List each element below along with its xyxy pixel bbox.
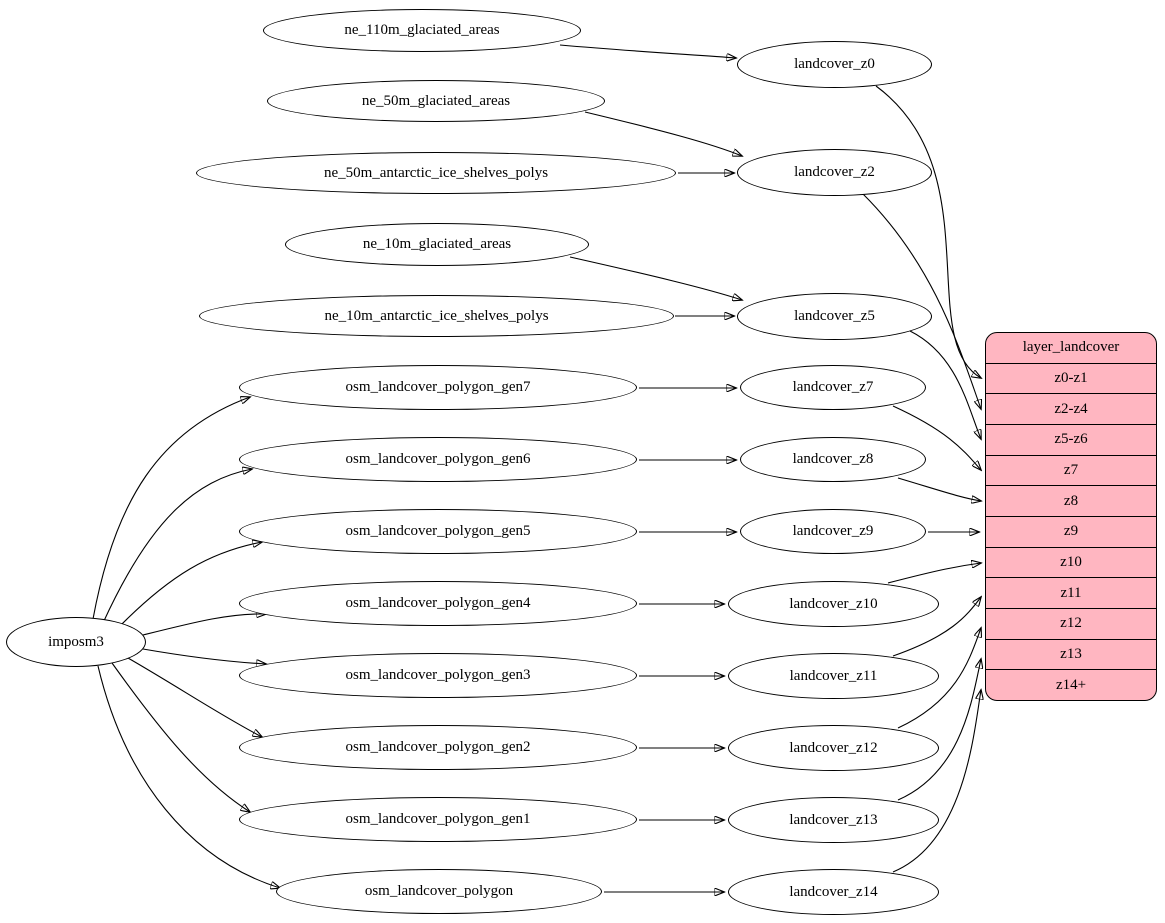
edge-imposm3-gen6 xyxy=(102,469,252,624)
edge-z0-row-z0-z1 xyxy=(875,85,981,378)
table-row-z0-z1: z0-z1 xyxy=(986,362,1156,394)
node-osm-landcover-polygon-gen2: osm_landcover_polygon_gen2 xyxy=(239,725,637,770)
node-landcover-z9: landcover_z9 xyxy=(740,509,926,554)
table-title: layer_landcover xyxy=(1022,339,1120,356)
table-row-z14plus: z14+ xyxy=(986,669,1156,700)
edge-z10-row-z10 xyxy=(887,563,981,584)
edge-imposm3-gen4 xyxy=(142,614,266,636)
node-landcover-z12: landcover_z12 xyxy=(728,725,939,771)
edge-z7-row-z7 xyxy=(892,405,981,470)
table-row-z10: z10 xyxy=(986,546,1156,578)
node-ne-50m-glaciated-areas: ne_50m_glaciated_areas xyxy=(267,80,605,122)
table-row-z11: z11 xyxy=(986,577,1156,608)
node-ne-10m-glaciated-areas: ne_10m_glaciated_areas xyxy=(285,223,589,266)
table-row-z8: z8 xyxy=(986,485,1156,516)
table-row-z9: z9 xyxy=(986,516,1156,547)
node-osm-landcover-polygon-gen1: osm_landcover_polygon_gen1 xyxy=(239,797,637,842)
node-landcover-z2: landcover_z2 xyxy=(737,149,932,196)
node-landcover-z13: landcover_z13 xyxy=(728,797,939,843)
table-row-z13: z13 xyxy=(986,638,1156,670)
edge-imposm3-gen1 xyxy=(111,662,250,812)
node-osm-landcover-polygon: osm_landcover_polygon xyxy=(276,869,602,914)
edge-imposm3-gen2 xyxy=(127,657,262,737)
edge-imposm3-polygon xyxy=(97,665,280,888)
edge-imposm3-gen5 xyxy=(117,542,262,629)
node-landcover-z10: landcover_z10 xyxy=(728,581,939,627)
edge-ne10m-z5 xyxy=(569,256,742,300)
edge-z14-row-z14plus xyxy=(892,690,981,873)
edge-z5-row-z5-z6 xyxy=(909,330,981,439)
node-osm-landcover-polygon-gen3: osm_landcover_polygon_gen3 xyxy=(239,653,637,698)
node-osm-landcover-polygon-gen4: osm_landcover_polygon_gen4 xyxy=(239,581,637,626)
edge-imposm3-gen3 xyxy=(142,648,266,664)
table-row-z7: z7 xyxy=(986,454,1156,486)
edge-z11-row-z11 xyxy=(892,597,981,657)
node-ne-110m-glaciated-areas: ne_110m_glaciated_areas xyxy=(263,9,581,52)
edge-ne50m-z2 xyxy=(584,111,742,156)
table-row-z5-z6: z5-z6 xyxy=(986,424,1156,455)
node-landcover-z8: landcover_z8 xyxy=(740,437,926,482)
edge-z8-row-z8 xyxy=(897,477,981,501)
node-landcover-z7: landcover_z7 xyxy=(740,365,926,410)
edge-imposm3-gen7 xyxy=(92,397,250,620)
node-osm-landcover-polygon-gen6: osm_landcover_polygon_gen6 xyxy=(239,437,637,482)
node-ne-50m-antarctic-ice-shelves-polys: ne_50m_antarctic_ice_shelves_polys xyxy=(196,152,676,194)
node-landcover-z14: landcover_z14 xyxy=(728,869,939,915)
layer-landcover-table: layer_landcover z0-z1 z2-z4 z5-z6 z7 z8 … xyxy=(985,332,1157,701)
edge-ne110m-z0 xyxy=(559,44,736,58)
node-osm-landcover-polygon-gen5: osm_landcover_polygon_gen5 xyxy=(239,509,637,554)
table-row-z12: z12 xyxy=(986,608,1156,639)
edge-z12-row-z12 xyxy=(897,628,981,729)
edge-z13-row-z13 xyxy=(897,659,981,801)
node-ne-10m-antarctic-ice-shelves-polys: ne_10m_antarctic_ice_shelves_polys xyxy=(199,295,674,337)
node-landcover-z0: landcover_z0 xyxy=(737,41,932,88)
table-row-z2-z4: z2-z4 xyxy=(986,393,1156,424)
node-landcover-z11: landcover_z11 xyxy=(728,653,939,699)
node-osm-landcover-polygon-gen7: osm_landcover_polygon_gen7 xyxy=(239,365,637,410)
node-landcover-z5: landcover_z5 xyxy=(737,293,932,340)
edge-z2-row-z2-z4 xyxy=(861,192,981,409)
node-imposm3: imposm3 xyxy=(6,617,146,667)
